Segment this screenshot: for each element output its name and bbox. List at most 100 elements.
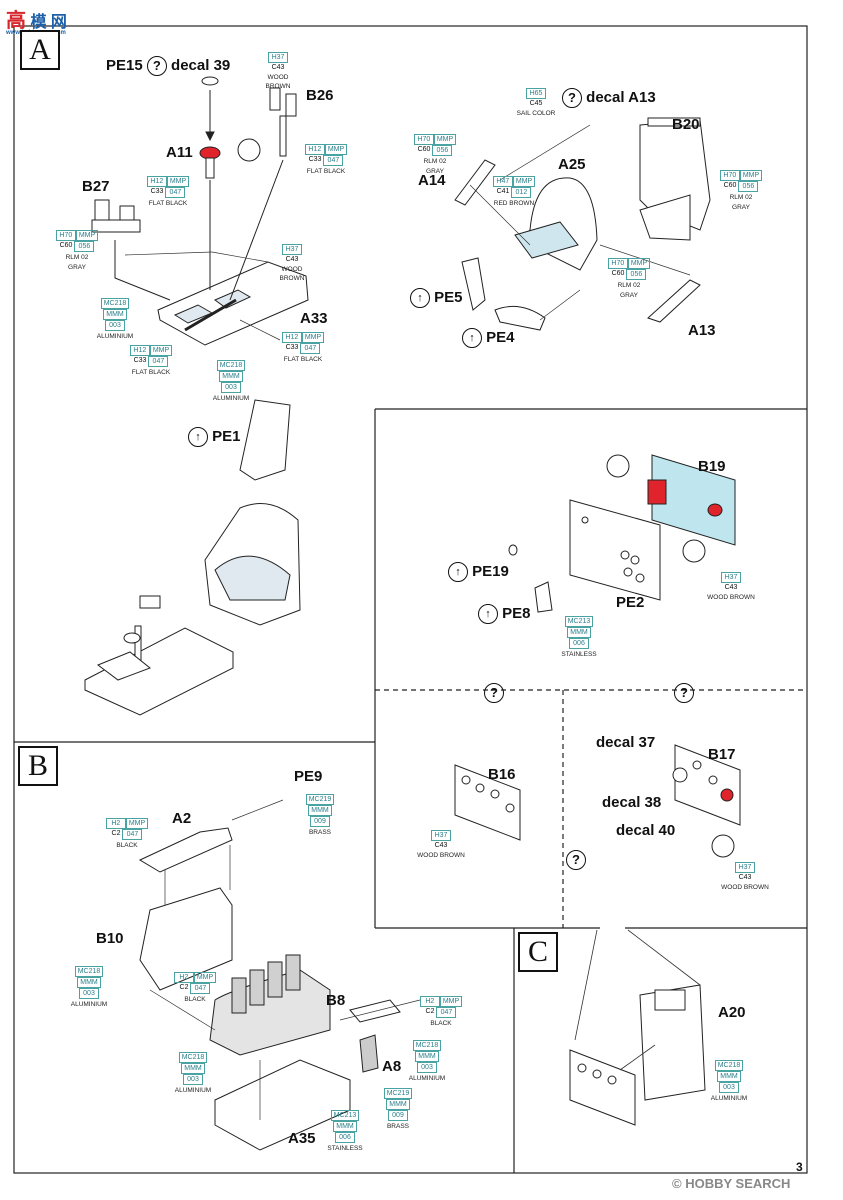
paint-ref-h37-b17: H37 C43 WOOD BROWN	[712, 862, 778, 892]
paint-name: ALUMINIUM	[96, 333, 134, 340]
paint-code-c: C60	[59, 242, 73, 249]
paint-code: H37	[735, 862, 755, 873]
paint-code-m: 003	[719, 1082, 739, 1093]
paint-code-mmm: MMM	[333, 1121, 357, 1132]
paint-name-2: GRAY	[732, 204, 750, 211]
label-pe19: ↑ PE19	[448, 562, 509, 582]
label-a33: A33	[300, 310, 328, 327]
paint-name: ALUMINIUM	[70, 1001, 108, 1008]
question-variant-2: ?	[674, 683, 694, 703]
paint-code-c: C43	[285, 256, 299, 263]
question-icon: ?	[562, 88, 582, 108]
bend-arrow-icon: ↑	[188, 427, 208, 447]
label-pe4-text: PE4	[486, 328, 515, 346]
paint-code-mmp: MMP	[166, 176, 190, 187]
paint-code: MC219	[383, 1088, 413, 1099]
paint-code-m: 006	[335, 1132, 355, 1143]
paint-name: WOOD BROWN	[707, 594, 755, 601]
paint-code: H2	[173, 972, 194, 983]
paint-code-mmp: MMP	[125, 818, 149, 829]
section-a-box: A	[20, 30, 60, 70]
label-pe19-text: PE19	[472, 562, 509, 580]
paint-code-m: 003	[79, 988, 99, 999]
part-a11	[199, 76, 221, 290]
paint-ref-mc219-pe9: MC219 MMM 009 BRASS	[302, 794, 338, 837]
paint-code-c: C43	[434, 842, 448, 849]
paint-code-mmp: MMP	[301, 332, 325, 343]
paint-code: MC218	[412, 1040, 442, 1051]
paint-ref-h37-a33: H37 C43 WOOD BROWN	[272, 244, 312, 283]
question-variant-3: ?	[566, 850, 586, 870]
label-decal40: decal 40	[616, 822, 676, 839]
label-pe5: ↑ PE5	[410, 288, 463, 308]
part-a25-seat	[514, 177, 598, 271]
label-b27: B27	[82, 178, 110, 195]
label-b16: B16	[488, 766, 516, 783]
paint-code-m: 006	[569, 638, 589, 649]
paint-code-c: C33	[308, 156, 322, 163]
label-pe1: ↑ PE1	[188, 427, 241, 447]
paint-name-2: GRAY	[426, 168, 444, 175]
paint-name: ALUMINIUM	[174, 1087, 212, 1094]
label-decal-a13-text: decal A13	[586, 88, 656, 106]
paint-ref-h37-b16: H37 C43 WOOD BROWN	[408, 830, 474, 860]
paint-code-c: C43	[738, 874, 752, 881]
paint-ref-mc218-a8: MC218 MMM 003 ALUMINIUM	[404, 1040, 450, 1083]
paint-code: H2	[419, 996, 440, 1007]
paint-code: H12	[146, 176, 167, 187]
paint-ref-h65: H65 C45 SAIL COLOR	[514, 88, 558, 118]
paint-ref-mc218-b10: MC218 MMM 003 ALUMINIUM	[66, 966, 112, 1009]
label-a8: A8	[382, 1058, 402, 1075]
label-a25: A25	[558, 156, 586, 173]
part-b27	[91, 199, 171, 301]
paint-name: WOOD BROWN	[417, 852, 465, 859]
paint-name-2: GRAY	[68, 264, 86, 271]
paint-code: MC219	[305, 794, 335, 805]
part-b19-panel	[647, 454, 736, 546]
paint-code: H12	[281, 332, 302, 343]
paint-name: FLAT BLACK	[283, 356, 323, 363]
paint-ref-mc218-engine: MC218 MMM 003 ALUMINIUM	[170, 1052, 216, 1095]
paint-ref-h37-a: H37 C43 WOOD BROWN	[258, 52, 298, 91]
paint-code-m: 003	[183, 1074, 203, 1085]
paint-code: H65	[526, 88, 546, 99]
paint-name: WOOD BROWN	[279, 266, 305, 282]
part-b16	[454, 764, 521, 841]
paint-code-m: 003	[105, 320, 125, 331]
part-a20	[569, 984, 706, 1126]
label-a14: A14	[418, 172, 446, 189]
paint-code-c: C60	[417, 146, 431, 153]
paint-code-mmm: MMM	[415, 1051, 439, 1062]
label-a2: A2	[172, 810, 192, 827]
label-pe9: PE9	[294, 768, 323, 785]
paint-code-m: 009	[310, 816, 330, 827]
paint-code: MC218	[714, 1060, 744, 1071]
paint-code: H37	[431, 830, 451, 841]
paint-code: MC218	[100, 298, 130, 309]
magnify-b19-b	[682, 539, 706, 563]
paint-name: RLM 02	[65, 254, 89, 261]
label-pe1-text: PE1	[212, 427, 241, 445]
paint-name: RLM 02	[617, 282, 641, 289]
paint-name: BLACK	[116, 842, 138, 849]
paint-code-mmp: MMP	[75, 230, 99, 241]
paint-code-c: C33	[150, 188, 164, 195]
paint-code-m: 047	[148, 356, 169, 367]
paint-code-m: 047	[300, 343, 321, 354]
leader-lines-a-right	[469, 124, 691, 321]
paint-name: FLAT BLACK	[148, 200, 188, 207]
paint-code-m: 012	[511, 187, 532, 198]
paint-code-c: C45	[529, 100, 543, 107]
paint-name: ALUMINIUM	[212, 395, 250, 402]
page-number: 3	[796, 1160, 803, 1174]
paint-name: FLAT BLACK	[306, 168, 346, 175]
paint-code-mmp: MMP	[627, 258, 651, 269]
paint-code-mmp: MMP	[439, 996, 463, 1007]
leader-lines-a	[124, 251, 281, 341]
paint-code-c: C43	[271, 64, 285, 71]
paint-code: H37	[721, 572, 741, 583]
paint-code-mmm: MMM	[386, 1099, 410, 1110]
